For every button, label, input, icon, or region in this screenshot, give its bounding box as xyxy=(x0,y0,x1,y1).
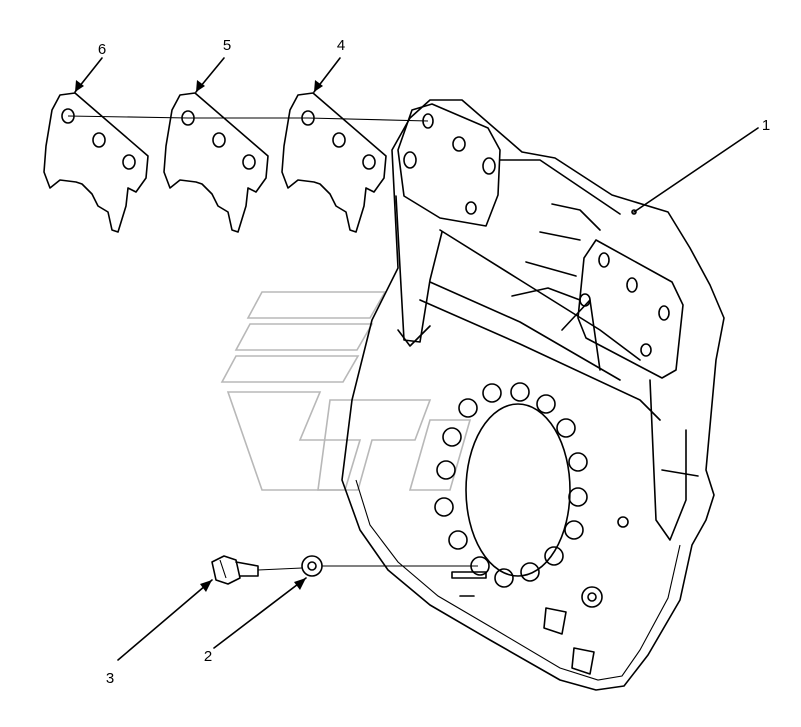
shim-plate-5 xyxy=(163,92,269,233)
callout-4: 4 xyxy=(337,37,345,54)
callout-3: 3 xyxy=(106,670,114,687)
shim-plate-6 xyxy=(43,92,149,233)
bolt-circle xyxy=(434,382,588,597)
callout-2: 2 xyxy=(204,648,212,665)
watermark-logo xyxy=(220,291,472,491)
callout-5: 5 xyxy=(223,37,231,54)
callout-1: 1 xyxy=(762,117,770,134)
leader-lines xyxy=(74,57,759,661)
main-bracket-part-1 xyxy=(341,99,725,691)
bolt-part-3 xyxy=(211,555,259,585)
washer-part-2 xyxy=(301,555,323,577)
callout-6: 6 xyxy=(98,41,106,58)
alignment-lines xyxy=(67,115,478,571)
shim-plate-4 xyxy=(281,92,387,233)
